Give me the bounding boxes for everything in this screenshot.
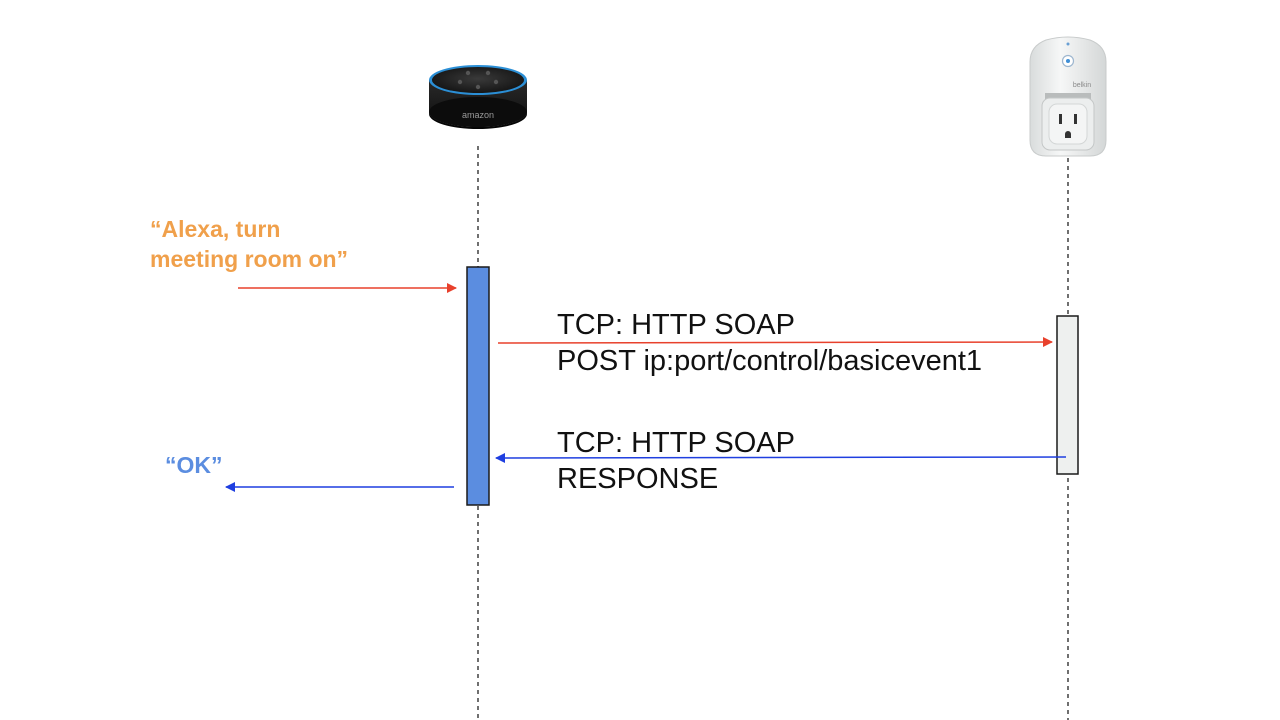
response-arrow <box>495 452 1067 463</box>
request-arrow <box>497 337 1053 348</box>
voice-command-line-2: meeting room on” <box>150 246 349 272</box>
voice-command-text: “Alexa, turn meeting room on” <box>150 214 348 274</box>
wemo-brand: belkin <box>1073 82 1091 89</box>
request-message-label: TCP: HTTP SOAP POST ip:port/control/basi… <box>557 307 982 379</box>
response-message-label: TCP: HTTP SOAP RESPONSE <box>557 425 795 497</box>
echo-dot-brand: amazon <box>462 110 494 120</box>
voice-command-line-1: “Alexa, turn <box>150 216 281 242</box>
voice-reply-text: “OK” <box>165 450 223 480</box>
wemo-activation-bar <box>1056 315 1079 475</box>
response-protocol: TCP: HTTP SOAP <box>557 427 795 459</box>
response-type: RESPONSE <box>557 463 719 495</box>
echo-dot-icon: amazon <box>429 65 527 129</box>
wemo-switch-icon: belkin <box>1029 36 1107 157</box>
request-endpoint: POST ip:port/control/basicevent1 <box>557 345 983 377</box>
voice-reply-label: “OK” <box>165 452 223 478</box>
echo-activation-bar <box>466 266 490 506</box>
request-protocol: TCP: HTTP SOAP <box>557 309 795 341</box>
